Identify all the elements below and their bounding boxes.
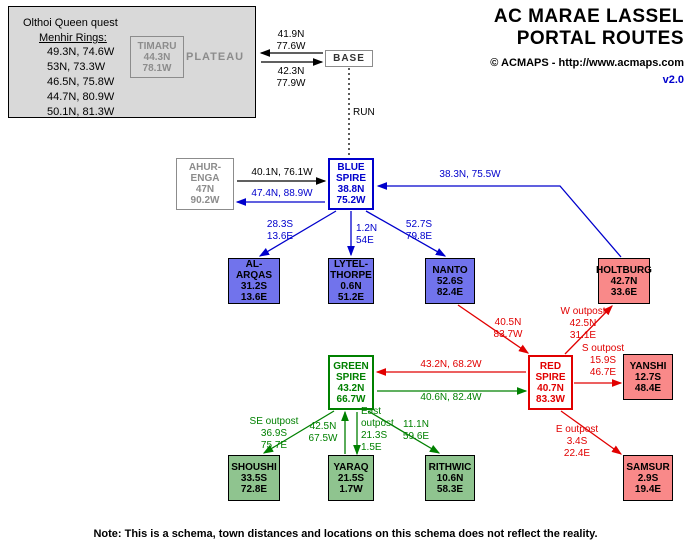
node-blue-spire-name: BLUE SPIRE [335, 162, 366, 184]
node-nanto-name: NANTO [432, 264, 468, 276]
node-al-arqas-name: AL-ARQAS [235, 259, 273, 281]
edge-label-bluespire-to-ahurenga: 47.4N, 88.9W [251, 188, 313, 199]
node-base: BASE [325, 50, 373, 67]
node-rithwic: RITHWIC 10.6N 58.3E [425, 455, 475, 501]
node-al-arqas: AL-ARQAS 31.2S 13.6E [228, 258, 280, 304]
node-ahur-enga: AHUR- ENGA 47N 90.2W [176, 158, 234, 210]
edge-label-yaraq-to-greenspire: 42.5N 67.5W [308, 421, 338, 444]
edge-label-greenspire-to-rithwic: 11.1N 59.6E [402, 419, 430, 442]
edge-label-redspire-to-holtburg: W outpost 42.5N 31.1E [560, 306, 606, 341]
node-samsur: SAMSUR 2.9S 19.4E [623, 455, 673, 501]
node-rithwic-name: RITHWIC [428, 461, 472, 473]
edge-label-greenspire-to-shoushi: SE outpost 36.9S 75.7E [249, 416, 299, 451]
quest-title: Olthoi Queen quest [23, 17, 118, 29]
node-ahur-enga-name: AHUR- ENGA [188, 162, 222, 184]
schema-disclaimer-note: Note: This is a schema, town distances a… [93, 528, 598, 540]
menhir-ring-coords: 44.7N, 80.9W [47, 91, 115, 103]
edge-label-holtburg-to-bluespire: 38.3N, 75.5W [439, 169, 501, 180]
node-green-spire-name: GREEN SPIRE [333, 360, 369, 383]
node-yaraq-coords: 21.5S 1.7W [337, 472, 365, 495]
node-blue-spire: BLUE SPIRE 38.8N 75.2W [328, 158, 374, 210]
node-samsur-coords: 2.9S 19.4E [634, 472, 662, 495]
edge-label-run: RUN [353, 107, 375, 118]
menhir-ring-coords: 53N, 73.3W [47, 61, 106, 73]
menhir-rings-heading: Menhir Rings: [39, 32, 107, 44]
menhir-ring-coords: 46.5N, 75.8W [47, 76, 115, 88]
node-yanshi: YANSHI 12.7S 48.4E [623, 354, 673, 400]
quest-info-box: Olthoi Queen quest Menhir Rings: 49.3N, … [8, 6, 256, 118]
edge-label-redspire-to-greenspire: 43.2N, 68.2W [420, 359, 482, 370]
node-lytelthorpe-name: LYTEL- THORPE [330, 259, 372, 281]
node-holtburg: HOLTBURG 42.7N 33.6E [596, 258, 652, 304]
node-shoushi: SHOUSHI 33.5S 72.8E [228, 455, 280, 501]
node-red-spire: RED SPIRE 40.7N 83.3W [528, 355, 573, 410]
edge-label-bluespire-to-alarqas: 28.3S 13.6E [266, 219, 294, 242]
node-timaru: TIMARU 44.3N 78.1W [130, 36, 184, 78]
edge-label-base-to-plateau: 41.9N 77.6W [276, 29, 306, 52]
header: AC MARAE LASSEL PORTAL ROUTES © ACMAPS -… [490, 6, 684, 86]
node-rithwic-coords: 10.6N 58.3E [436, 472, 464, 495]
node-green-spire: GREEN SPIRE 43.2N 66.7W [328, 355, 374, 410]
node-holtburg-name: HOLTBURG [596, 264, 652, 276]
copyright-text: © ACMAPS - http://www.acmaps.com [490, 57, 684, 69]
node-base-name: BASE [333, 53, 365, 64]
node-timaru-name: TIMARU [137, 40, 177, 52]
node-lytelthorpe-coords: 0.6N 51.2E [337, 281, 365, 303]
edge-label-redspire-to-samsur: E outpost 3.4S 22.4E [555, 424, 599, 459]
node-holtburg-coords: 42.7N 33.6E [610, 275, 638, 298]
menhir-ring-coords: 49.3N, 74.6W [47, 46, 115, 58]
page-title: AC MARAE LASSEL [493, 6, 684, 27]
node-red-spire-coords: 40.7N 83.3W [536, 382, 565, 405]
node-red-spire-name: RED SPIRE [535, 360, 566, 383]
node-yanshi-name: YANSHI [629, 360, 667, 372]
node-yanshi-coords: 12.7S 48.4E [634, 371, 662, 394]
node-yaraq-name: YARAQ [333, 461, 369, 473]
node-blue-spire-coords: 38.8N 75.2W [336, 184, 366, 206]
node-lytelthorpe: LYTEL- THORPE 0.6N 51.2E [328, 258, 374, 304]
edge-label-greenspire-to-yaraq: East outpost 21.3S 1.5E [361, 406, 394, 453]
edge-label-bluespire-to-nanto: 52.7S 79.8E [405, 219, 433, 242]
node-yaraq: YARAQ 21.5S 1.7W [328, 455, 374, 501]
node-nanto: NANTO 52.6S 82.4E [425, 258, 475, 304]
node-samsur-name: SAMSUR [626, 461, 670, 473]
node-shoushi-name: SHOUSHI [231, 461, 277, 473]
edge-label-redspire-to-yanshi: S outpost 15.9S 46.7E [581, 343, 625, 378]
edge-label-ahurenga-to-bluespire: 40.1N, 76.1W [251, 167, 313, 178]
node-nanto-coords: 52.6S 82.4E [436, 275, 464, 298]
plateau-label: PLATEAU [186, 51, 245, 63]
edge-label-nanto-to-redspire: 40.5N 83.7W [493, 317, 523, 340]
edge-label-bluespire-to-lytelthorpe: 1.2N 54E [356, 223, 378, 246]
edge-label-greenspire-to-redspire: 40.6N, 82.4W [420, 392, 482, 403]
node-timaru-coords: 44.3N 78.1W [142, 51, 172, 74]
menhir-ring-coords: 50.1N, 81.3W [47, 106, 115, 118]
page-subtitle: PORTAL ROUTES [516, 28, 684, 49]
edge-label-plateau-to-base: 42.3N 77.9W [276, 66, 306, 89]
version-label: v2.0 [662, 74, 684, 86]
node-al-arqas-coords: 31.2S 13.6E [240, 281, 268, 303]
node-shoushi-coords: 33.5S 72.8E [240, 472, 268, 495]
node-green-spire-coords: 43.2N 66.7W [336, 382, 366, 405]
node-ahur-enga-coords: 47N 90.2W [190, 184, 220, 206]
